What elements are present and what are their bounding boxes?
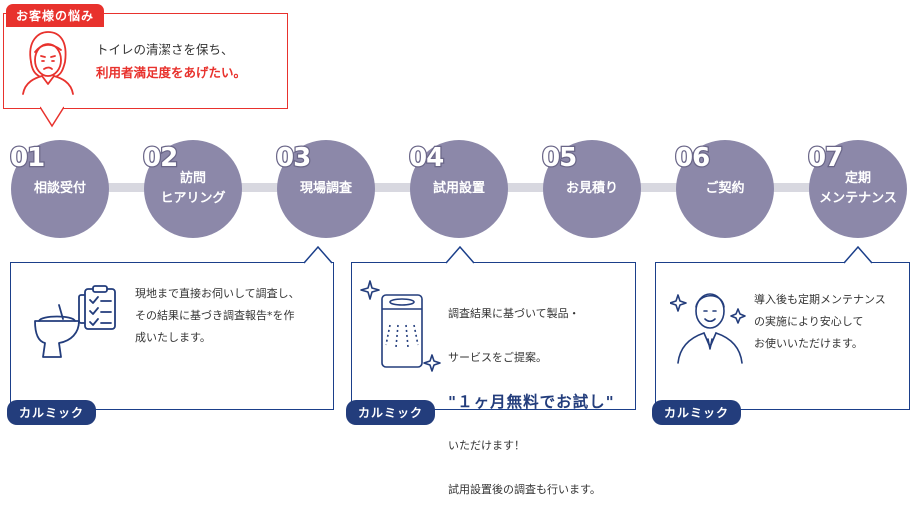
dispenser-sparkle-icon — [360, 280, 441, 372]
step-number: 01 — [9, 142, 47, 175]
company-badge: カルミック — [7, 400, 97, 425]
step-number: 02 — [142, 142, 180, 175]
customer-worry-box: トイレの清潔さを保ち、 利用者満足度をあげたい。 — [3, 13, 288, 109]
info-box-maintenance: 導入後も定期メンテナンス の実施により安心して お使いいただけます。 — [655, 262, 910, 410]
worry-tag: お客様の悩み — [6, 4, 105, 27]
staff-man-icon — [670, 293, 746, 364]
step-label: 訪問 ヒアリング — [160, 171, 226, 206]
step-number: 06 — [674, 142, 712, 175]
info-line: 試用設置後の調査も行います。 — [448, 483, 601, 496]
info-text: 現地まで直接お伺いして調査し、 その結果に基づき調査報告*を作 成いたします。 — [135, 287, 300, 344]
info-line: サービスをご提案。 — [448, 351, 547, 364]
info-box-trial-install: 調査結果に基づいて製品・ サービスをご提案。 "１ヶ月無料でお試し" いただけま… — [351, 262, 636, 496]
info-text: 調査結果に基づいて製品・ サービスをご提案。 "１ヶ月無料でお試し" いただけま… — [448, 281, 615, 523]
info-line: いただけます！ — [448, 439, 525, 452]
worry-line-2: 利用者満足度をあげたい。 — [96, 65, 247, 80]
step-label: 試用設置 — [432, 181, 485, 196]
info-pointer — [844, 246, 872, 264]
worry-line-1: トイレの清潔さを保ち、 — [96, 42, 234, 57]
step-label: 相談受付 — [33, 181, 86, 196]
worry-pointer — [40, 106, 64, 128]
step-number: 03 — [275, 142, 313, 175]
worried-woman-icon — [22, 31, 74, 95]
step-circle-02: 訪問 ヒアリング — [144, 140, 242, 238]
step-circle-05: お見積り — [543, 140, 641, 238]
step-label: ご契約 — [705, 181, 745, 196]
step-circle-01: 相談受付 — [11, 140, 109, 238]
step-circle-07: 定期 メンテナンス — [809, 140, 907, 238]
worry-text: トイレの清潔さを保ち、 利用者満足度をあげたい。 — [96, 38, 246, 84]
step-label: 定期 メンテナンス — [819, 171, 897, 206]
step-number: 07 — [807, 142, 845, 175]
info-pointer — [304, 246, 332, 264]
step-number: 05 — [541, 142, 579, 175]
step-number: 04 — [408, 142, 446, 175]
info-line: 調査結果に基づいて製品・ — [448, 307, 580, 320]
info-pointer — [446, 246, 474, 264]
company-badge: カルミック — [652, 400, 742, 425]
step-label: 現場調査 — [299, 181, 352, 196]
step-circle-06: ご契約 — [676, 140, 774, 238]
company-badge: カルミック — [346, 400, 436, 425]
free-trial-highlight: "１ヶ月無料でお試し" — [448, 393, 615, 411]
step-circle-03: 現場調査 — [277, 140, 375, 238]
step-label: お見積り — [565, 181, 618, 196]
toilet-report-icon — [34, 285, 116, 358]
info-text: 導入後も定期メンテナンス の実施により安心して お使いいただけます。 — [754, 293, 886, 350]
step-circle-04: 試用設置 — [410, 140, 508, 238]
info-box-site-survey: 現地まで直接お伺いして調査し、 その結果に基づき調査報告*を作 成いたします。 — [10, 262, 334, 410]
